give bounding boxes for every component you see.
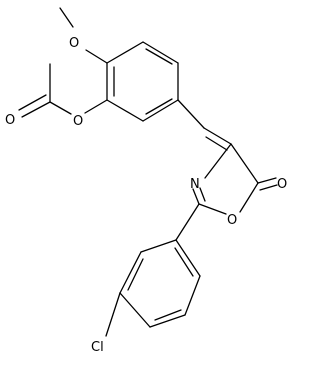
- bond-ph-c5-c6: [184, 275, 201, 316]
- bond-ph-inner-3: [174, 247, 194, 277]
- bond-ring-c2-c3: [142, 41, 179, 64]
- bond-ph-c4-c5: [149, 314, 186, 328]
- bond-ph-c1-c2: [140, 239, 177, 253]
- bond-c4-c5: [230, 143, 259, 184]
- bond-ring-c4-c5: [142, 99, 179, 122]
- bond-ph-inner-2: [154, 309, 182, 321]
- molecule-drawing: O O O N O O Cl: [5, 7, 287, 355]
- bond-ch-c4-double-2: [205, 136, 228, 151]
- structure-canvas: O O O N O O Cl: [5, 7, 287, 355]
- bond-methyl-methoxy-o: [59, 7, 74, 28]
- bond-ring-c5-c6: [106, 99, 144, 122]
- atom-label-n-ring: N: [190, 177, 200, 192]
- bond-ring-ch: [177, 99, 205, 129]
- bond-carbonyl-double-1: [21, 101, 51, 118]
- atom-label-o-methoxy: O: [69, 36, 79, 51]
- bond-ph-cl: [105, 292, 121, 337]
- bond-ph-c2-c3: [119, 251, 142, 294]
- bond-methoxy-o-ring: [85, 49, 108, 64]
- atom-label-o-ester: O: [73, 114, 83, 129]
- bond-ring-o-c2: [198, 203, 227, 215]
- bond-ph-c6-c1: [175, 239, 201, 277]
- atom-label-cl: Cl: [91, 340, 104, 355]
- bond-n-c4: [204, 143, 232, 179]
- atom-label-o-ester-carbonyl: O: [5, 113, 15, 128]
- bond-c5-exo-o-1: [257, 177, 277, 184]
- bond-c5-exo-o-2: [259, 184, 278, 191]
- bond-ph-c3-c4: [119, 292, 151, 328]
- bond-c5-ring-o: [239, 182, 259, 213]
- bond-ring-inner-2: [145, 48, 173, 65]
- bond-c2-phenyl: [175, 203, 200, 241]
- bond-ring-ester-o: [84, 99, 108, 114]
- bond-carbonyl-double-2: [18, 94, 47, 111]
- bond-ch-c4-double-1: [203, 127, 232, 145]
- bond-c2-n-double-1: [192, 188, 200, 205]
- bond-ester-o-carbonyl-c: [49, 101, 72, 115]
- atom-label-o-ring: O: [227, 213, 237, 228]
- bond-ring-inner-3: [145, 98, 173, 115]
- atom-label-o-lactone: O: [277, 177, 287, 192]
- bond-c2-n-double-2: [199, 187, 206, 202]
- bond-ph-inner-1: [127, 258, 144, 291]
- bond-ring-c1-c2: [106, 41, 144, 64]
